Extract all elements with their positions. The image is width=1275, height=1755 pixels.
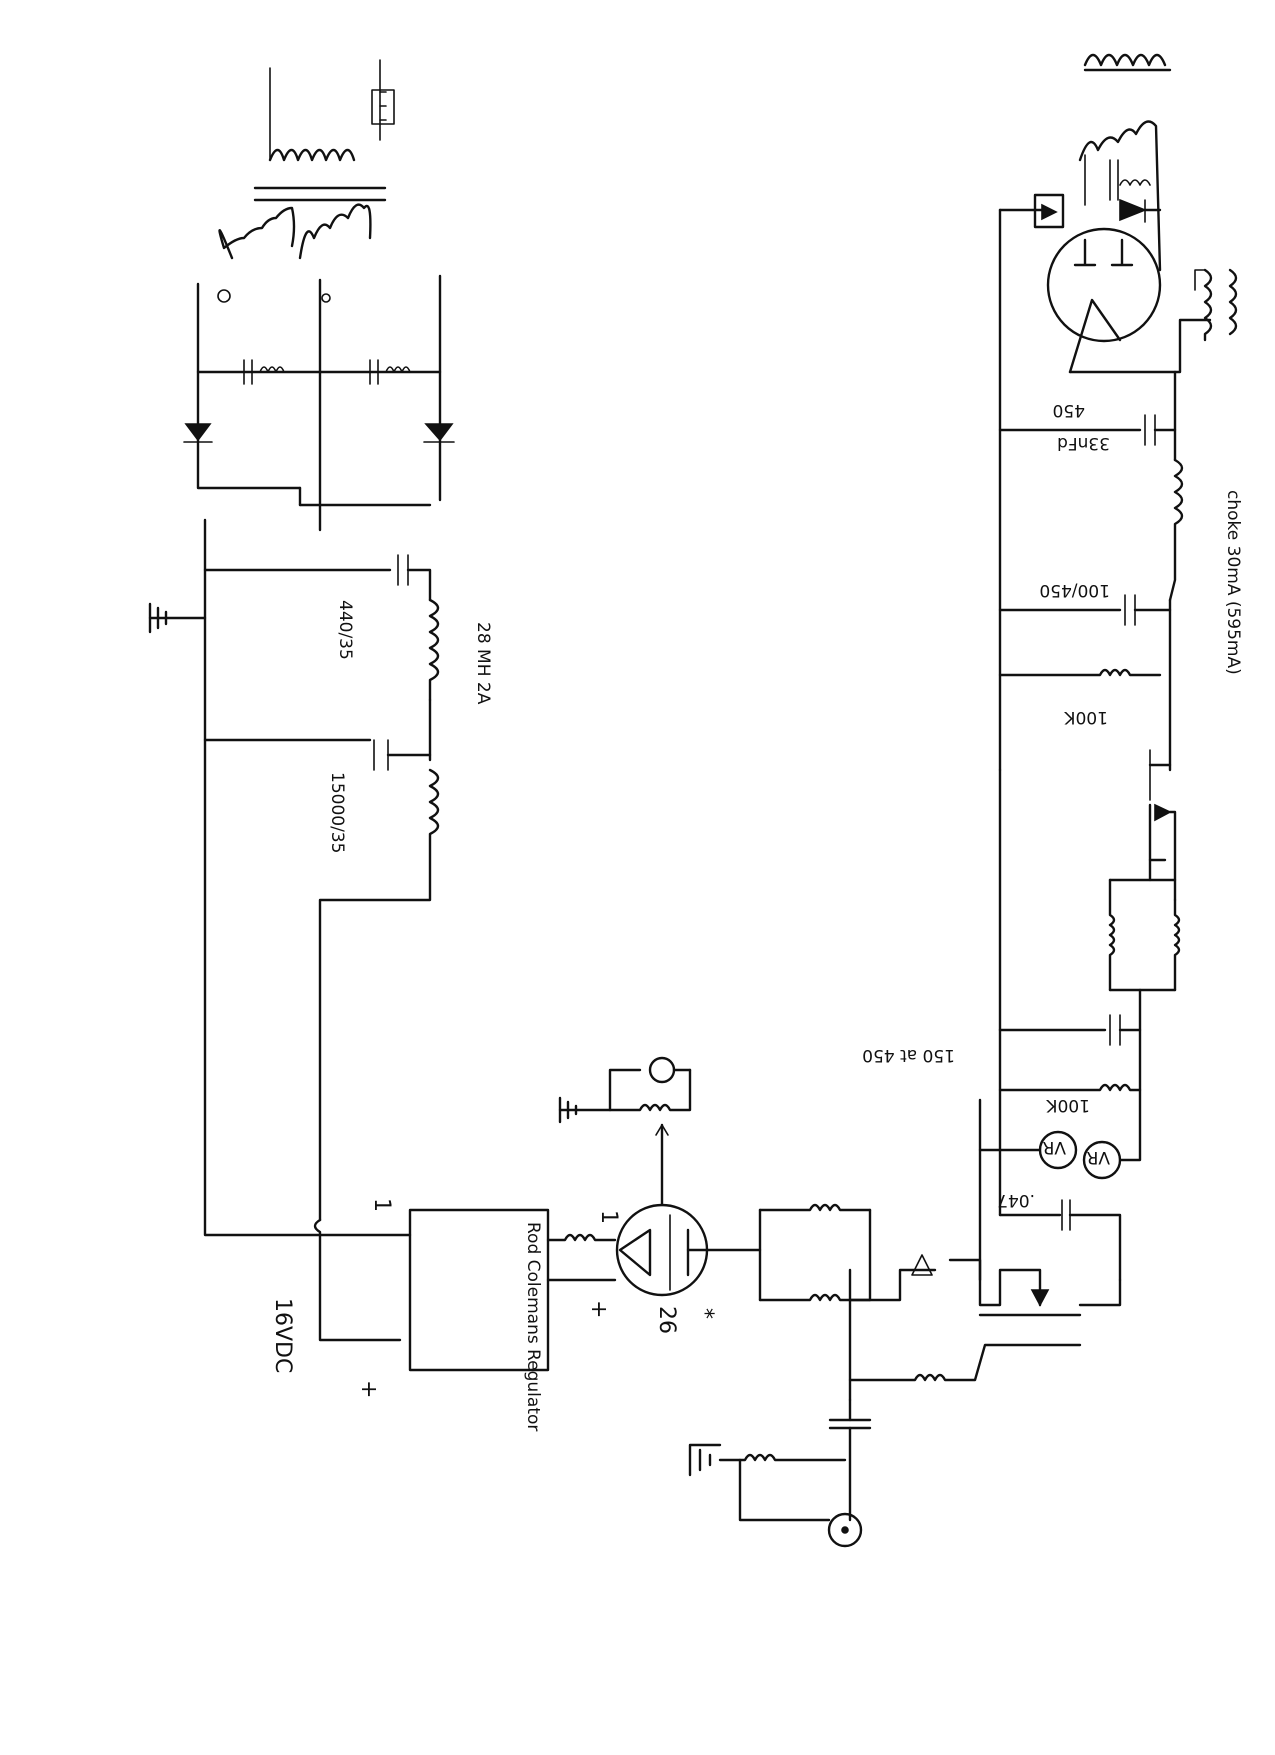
vr-tube-a [1038, 1130, 1078, 1170]
regulator-section [313, 1208, 617, 1372]
label-cap-047: .047 [997, 1190, 1035, 1210]
label-choke: choke 30mA (595mA) [1223, 490, 1243, 675]
label-tube-26: 26 [654, 1306, 679, 1334]
label-pin-one-b: 1 [596, 1210, 621, 1224]
label-cap-33nf-v: 450 [1053, 400, 1085, 420]
label-star: * [692, 1308, 717, 1319]
label-inductor: 28 MH 2A [473, 622, 493, 705]
regulator-box [408, 1208, 550, 1372]
indicator-lamp [648, 1056, 676, 1084]
diode-right [424, 423, 454, 442]
hv-filter [978, 370, 1184, 1282]
output-jack [827, 1512, 863, 1548]
hv-transformer [1078, 53, 1172, 272]
label-res-100k-b: 100K [1046, 1095, 1090, 1115]
label-cap-33nf: 33nFd [1057, 433, 1110, 453]
output-network [688, 1203, 1082, 1548]
tube-26 [558, 1056, 762, 1297]
label-vr-a: VR [1042, 1137, 1066, 1157]
hv-diode [1119, 198, 1148, 222]
fuse [371, 89, 395, 125]
label-regulator: Rod Colemans Regulator [523, 1222, 543, 1431]
label-plus-left: + [356, 1380, 381, 1398]
filter-section [148, 518, 440, 1237]
diode-left [184, 423, 212, 442]
label-vr-b: VR [1086, 1147, 1110, 1167]
label-pin-one-a: 1 [369, 1198, 394, 1212]
hv-switch [948, 1258, 1122, 1317]
label-cap-100-450: 100/450 [1039, 580, 1110, 600]
label-res-100k-a: 100K [1064, 707, 1108, 727]
secondary-windings [217, 203, 372, 303]
label-16vdc: 16VDC [270, 1298, 295, 1373]
rectifier-tube [998, 193, 1212, 772]
label-plus-mid: + [586, 1300, 611, 1318]
rectifier-section [183, 274, 455, 532]
hv-secondary [1194, 268, 1238, 342]
label-cap-15000: 15000/35 [327, 772, 347, 853]
label-cap-440: 440/35 [335, 600, 355, 660]
mains-transformer [253, 59, 395, 202]
label-cap-150-450: 150 at 450 [862, 1045, 955, 1065]
tube-socket [1033, 193, 1065, 229]
